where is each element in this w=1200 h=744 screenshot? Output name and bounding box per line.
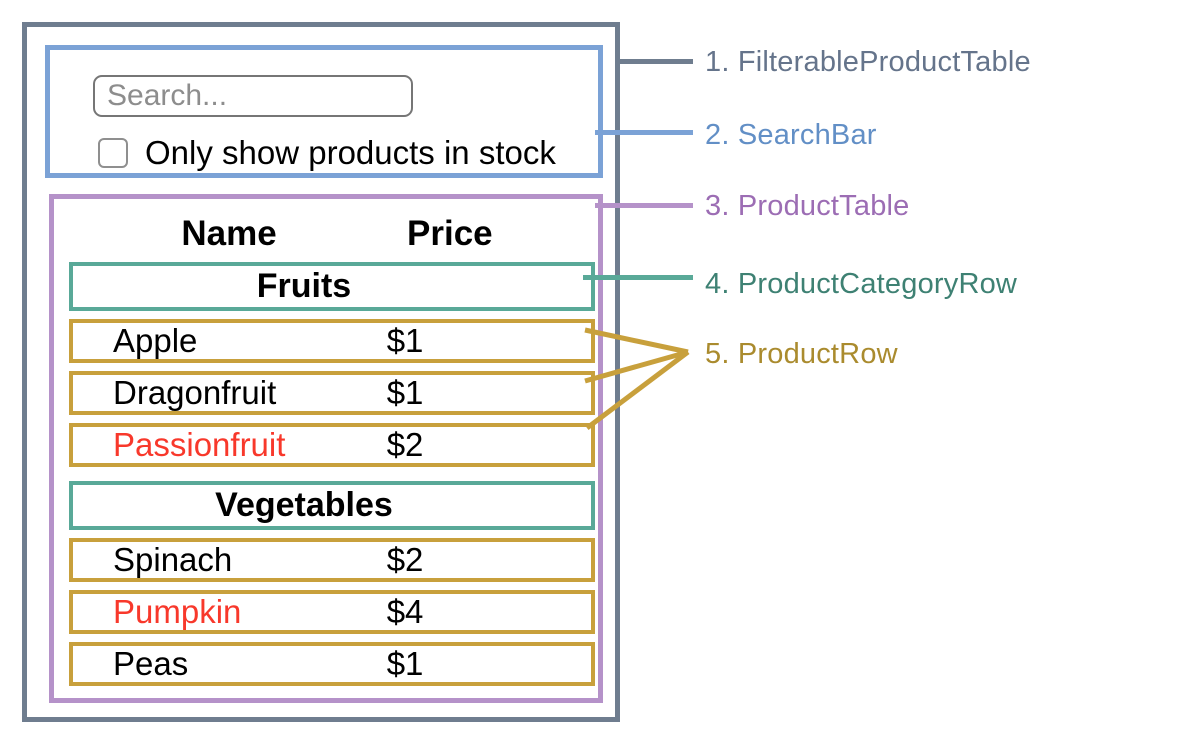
- product-name-cell: Peas: [113, 645, 189, 682]
- product-table-box: Name Price Fruits Apple $1 Dragonfruit $…: [49, 194, 603, 703]
- annotation-product-table: 3. ProductTable: [705, 190, 910, 222]
- table-header-row: Name Price: [69, 213, 595, 253]
- category-label: Fruits: [256, 267, 352, 305]
- product-name-cell: Dragonfruit: [113, 374, 277, 411]
- product-row-apple: Apple $1: [69, 319, 595, 363]
- product-price-cell: $1: [386, 322, 424, 359]
- product-price-cell: $1: [386, 645, 424, 682]
- column-header-name: Name: [181, 213, 277, 253]
- product-row-spinach: Spinach $2: [69, 538, 595, 582]
- product-price-cell: $1: [386, 374, 424, 411]
- category-label: Vegetables: [215, 486, 393, 524]
- product-row-dragonfruit: Dragonfruit $1: [69, 371, 595, 415]
- search-input[interactable]: [93, 75, 413, 117]
- filterable-product-table-box: Only show products in stock Name Price F…: [22, 22, 620, 722]
- in-stock-filter: Only show products in stock: [98, 134, 556, 172]
- annotation-product-category-row: 4. ProductCategoryRow: [705, 268, 1018, 300]
- annotation-product-row: 5. ProductRow: [705, 338, 898, 370]
- in-stock-checkbox-label: Only show products in stock: [145, 134, 556, 171]
- product-name-cell: Spinach: [113, 541, 233, 578]
- product-category-row-fruits: Fruits: [69, 262, 595, 311]
- annotation-filterable-product-table: 1. FilterableProductTable: [705, 46, 1031, 78]
- product-row-passionfruit: Passionfruit $2: [69, 423, 595, 467]
- product-name-cell: Passionfruit: [113, 426, 286, 463]
- search-bar-box: Only show products in stock: [45, 45, 603, 178]
- product-row-peas: Peas $1: [69, 642, 595, 686]
- connector-line-product-category-row: [583, 275, 693, 280]
- product-price-cell: $4: [386, 593, 424, 630]
- product-row-pumpkin: Pumpkin $4: [69, 590, 595, 634]
- connector-line-search-bar: [595, 130, 693, 135]
- product-table-content: Name Price Fruits Apple $1 Dragonfruit $…: [59, 204, 595, 693]
- product-name-cell: Apple: [113, 322, 198, 359]
- connector-line-filterable-product-table: [615, 59, 693, 64]
- connector-line-product-table: [595, 203, 693, 208]
- annotation-search-bar: 2. SearchBar: [705, 119, 877, 151]
- product-name-cell: Pumpkin: [113, 593, 242, 630]
- product-price-cell: $2: [386, 426, 424, 463]
- in-stock-checkbox[interactable]: [98, 138, 128, 168]
- product-category-row-vegetables: Vegetables: [69, 481, 595, 530]
- product-row-converging-lines-icon: [584, 327, 690, 430]
- product-price-cell: $2: [386, 541, 424, 578]
- column-header-price: Price: [407, 213, 493, 253]
